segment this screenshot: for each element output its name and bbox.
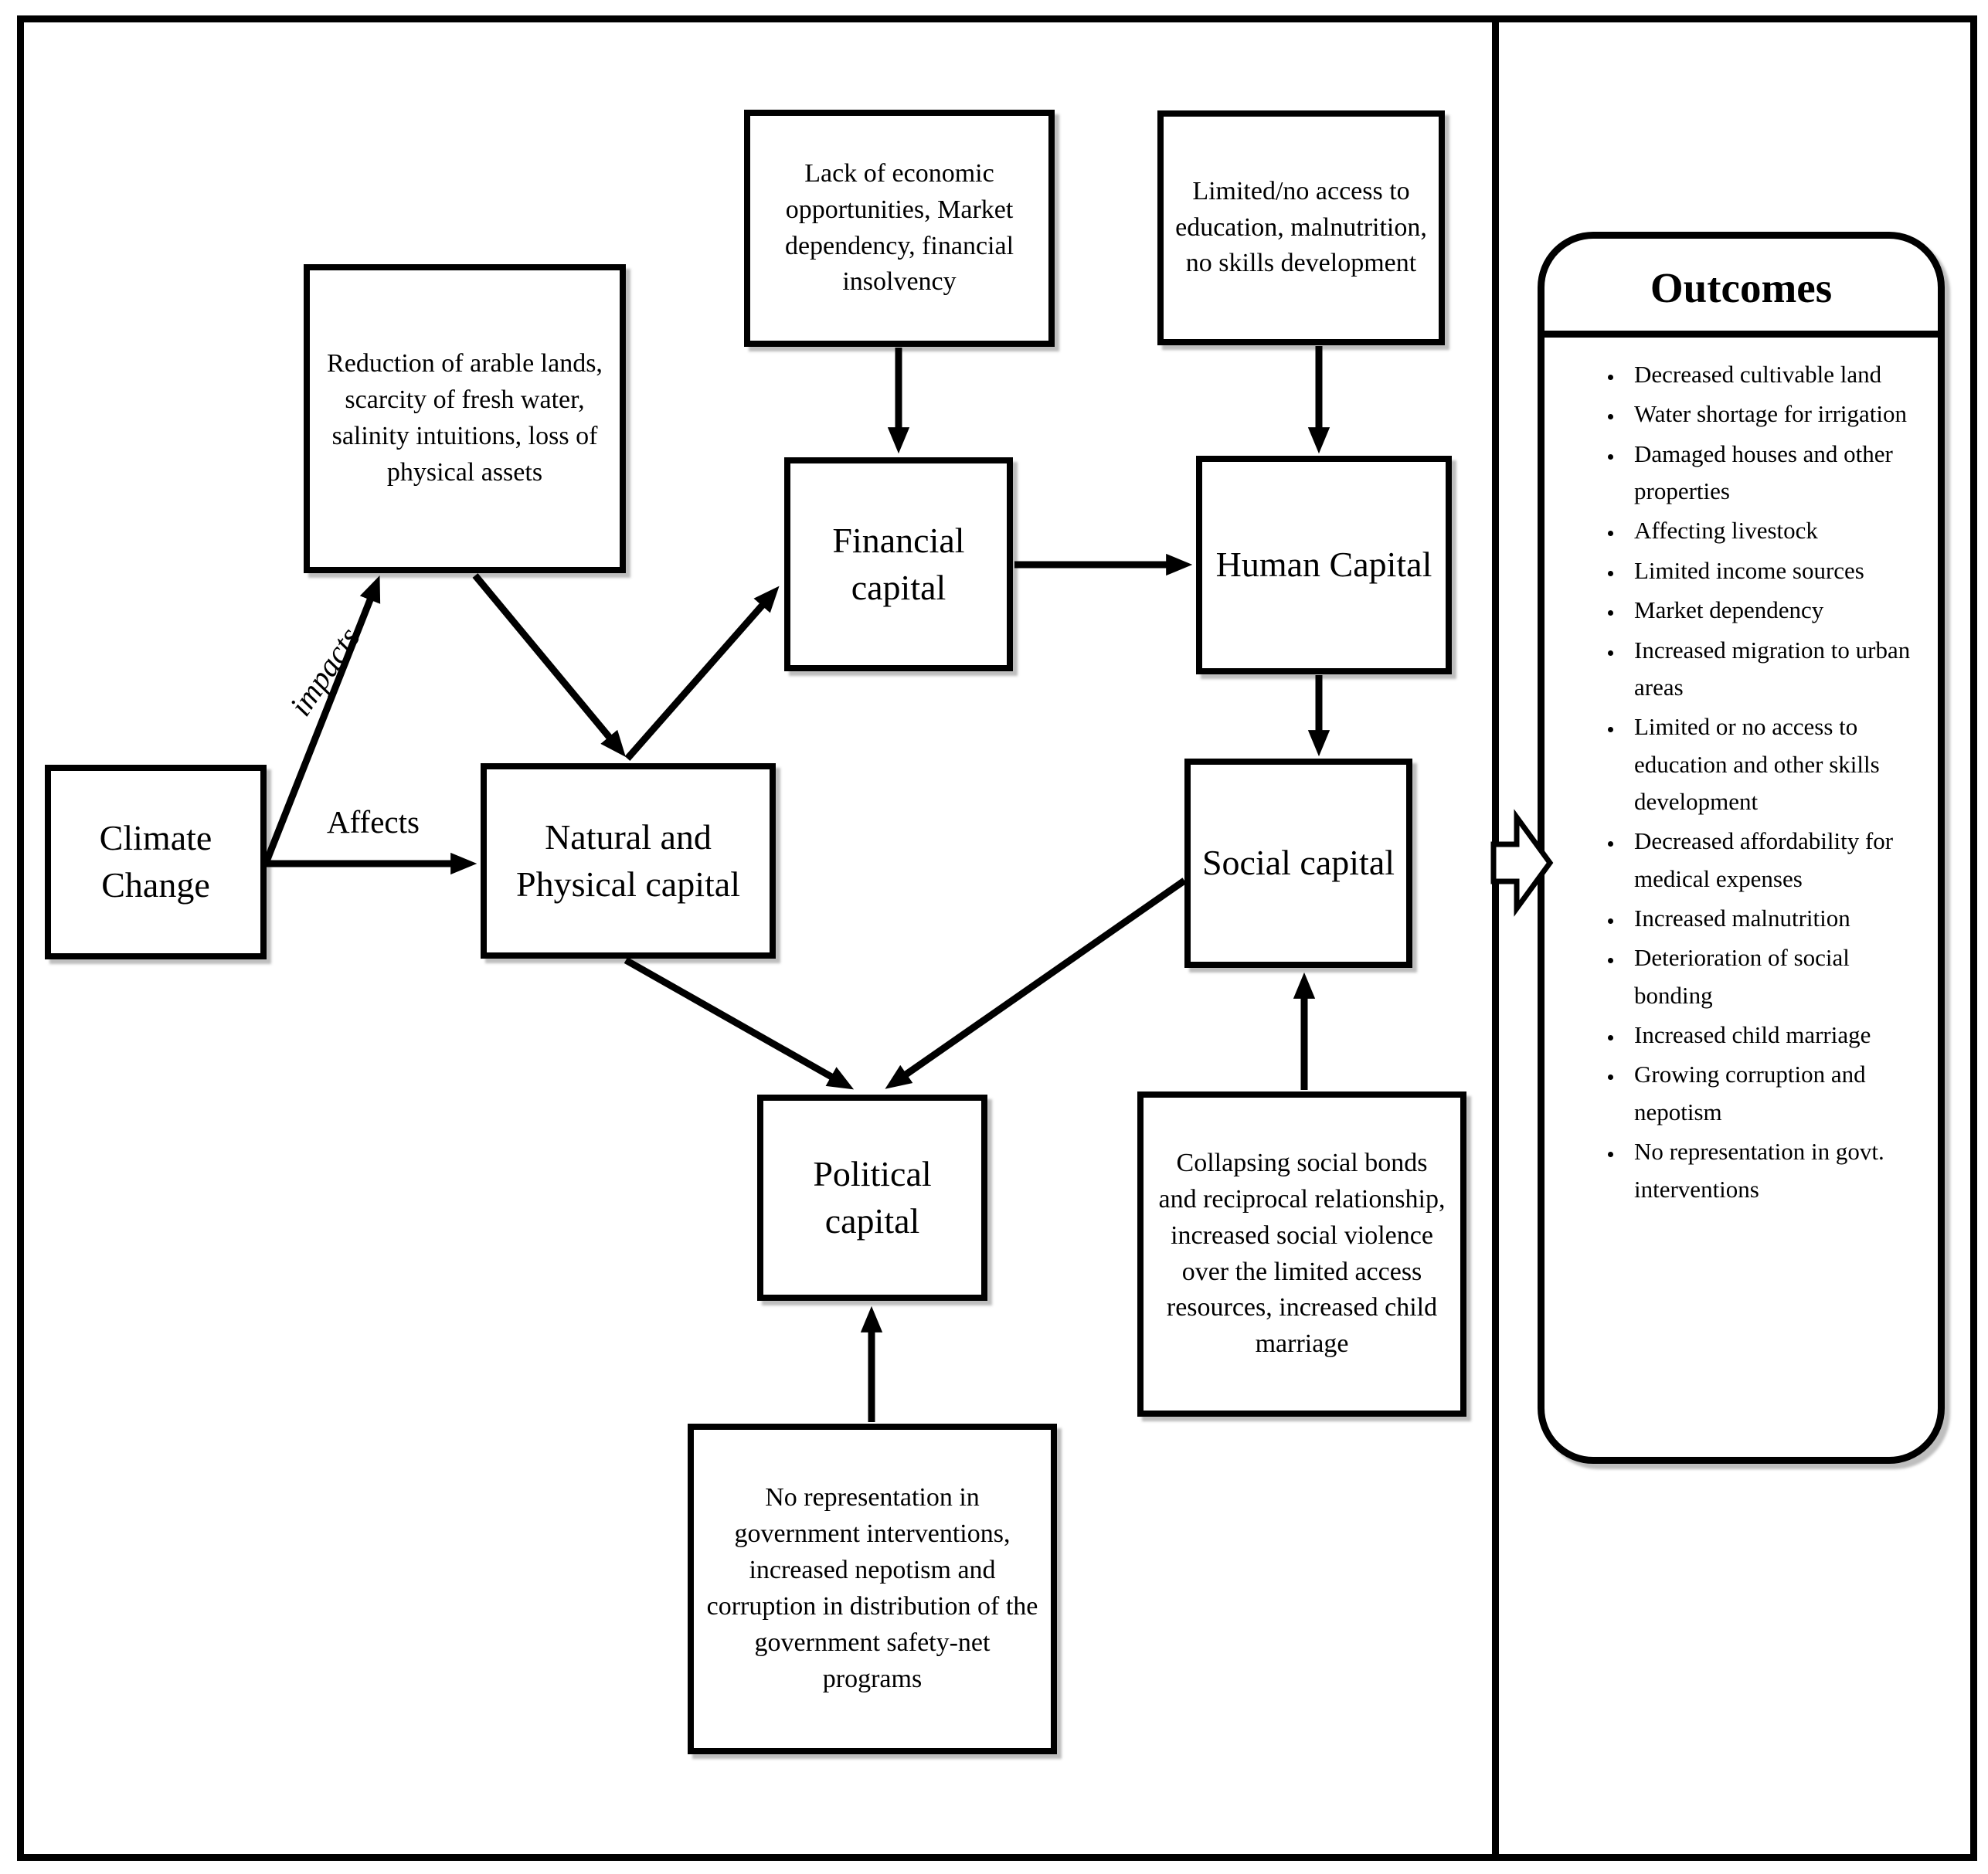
outcome-item: Water shortage for irrigation [1623, 396, 1919, 433]
outcome-item: Deterioration of social bonding [1623, 939, 1919, 1014]
node-label: Natural and Physical capital [516, 816, 740, 904]
edge-label-affects: Affects [327, 804, 420, 840]
outcome-item: Increased malnutrition [1623, 900, 1919, 937]
outcome-item: Decreased affordability for medical expe… [1623, 823, 1919, 898]
node-label: Climate Change [99, 818, 212, 905]
outcome-item: Market dependency [1623, 592, 1919, 629]
node-label: No representation in government interven… [706, 1483, 1038, 1693]
outcome-item: Increased child marriage [1623, 1017, 1919, 1054]
node-label: Limited/no access to education, malnutri… [1175, 176, 1427, 278]
outcome-item: Limited income sources [1623, 552, 1919, 589]
node-natural-physical-capital: Natural and Physical capital [481, 763, 776, 959]
outcome-item: Affecting livestock [1623, 512, 1919, 549]
outcome-item: Decreased cultivable land [1623, 356, 1919, 393]
node-lack-economic-opportunities: Lack of economic opportunities, Market d… [744, 110, 1055, 347]
outcomes-title: Outcomes [1650, 264, 1833, 311]
vertical-separator-line [1492, 15, 1499, 1854]
node-limited-access-education: Limited/no access to education, malnutri… [1157, 110, 1445, 345]
outcome-item: No representation in govt. interventions [1623, 1133, 1919, 1208]
outcomes-panel: Outcomes Decreased cultivable landWater … [1538, 232, 1945, 1464]
node-no-representation: No representation in government interven… [688, 1424, 1057, 1754]
outcome-item: Increased migration to urban areas [1623, 632, 1919, 707]
outcome-item: Limited or no access to education and ot… [1623, 708, 1919, 820]
node-human-capital: Human Capital [1196, 456, 1452, 674]
node-label: Lack of economic opportunities, Market d… [784, 158, 1014, 297]
node-political-capital: Political capital [757, 1095, 987, 1301]
outcome-item: Damaged houses and other properties [1623, 436, 1919, 511]
node-climate-change: Climate Change [45, 765, 267, 959]
outcomes-title-divider [1545, 331, 1938, 338]
node-label: Social capital [1201, 843, 1395, 883]
node-label: Political capital [813, 1153, 932, 1241]
node-label: Collapsing social bonds and reciprocal r… [1158, 1148, 1446, 1359]
node-label: Financial capital [832, 520, 965, 607]
outcome-item: Growing corruption and nepotism [1623, 1056, 1919, 1131]
node-label: Reduction of arable lands, scarcity of f… [327, 349, 603, 487]
node-reduction-arable-lands: Reduction of arable lands, scarcity of f… [304, 264, 626, 573]
node-financial-capital: Financial capital [784, 457, 1013, 671]
outcomes-list: Decreased cultivable landWater shortage … [1545, 356, 1938, 1208]
node-social-capital: Social capital [1184, 759, 1412, 968]
node-collapsing-social-bonds: Collapsing social bonds and reciprocal r… [1137, 1091, 1466, 1417]
node-label: Human Capital [1215, 545, 1432, 585]
figure-border [17, 15, 1977, 1861]
